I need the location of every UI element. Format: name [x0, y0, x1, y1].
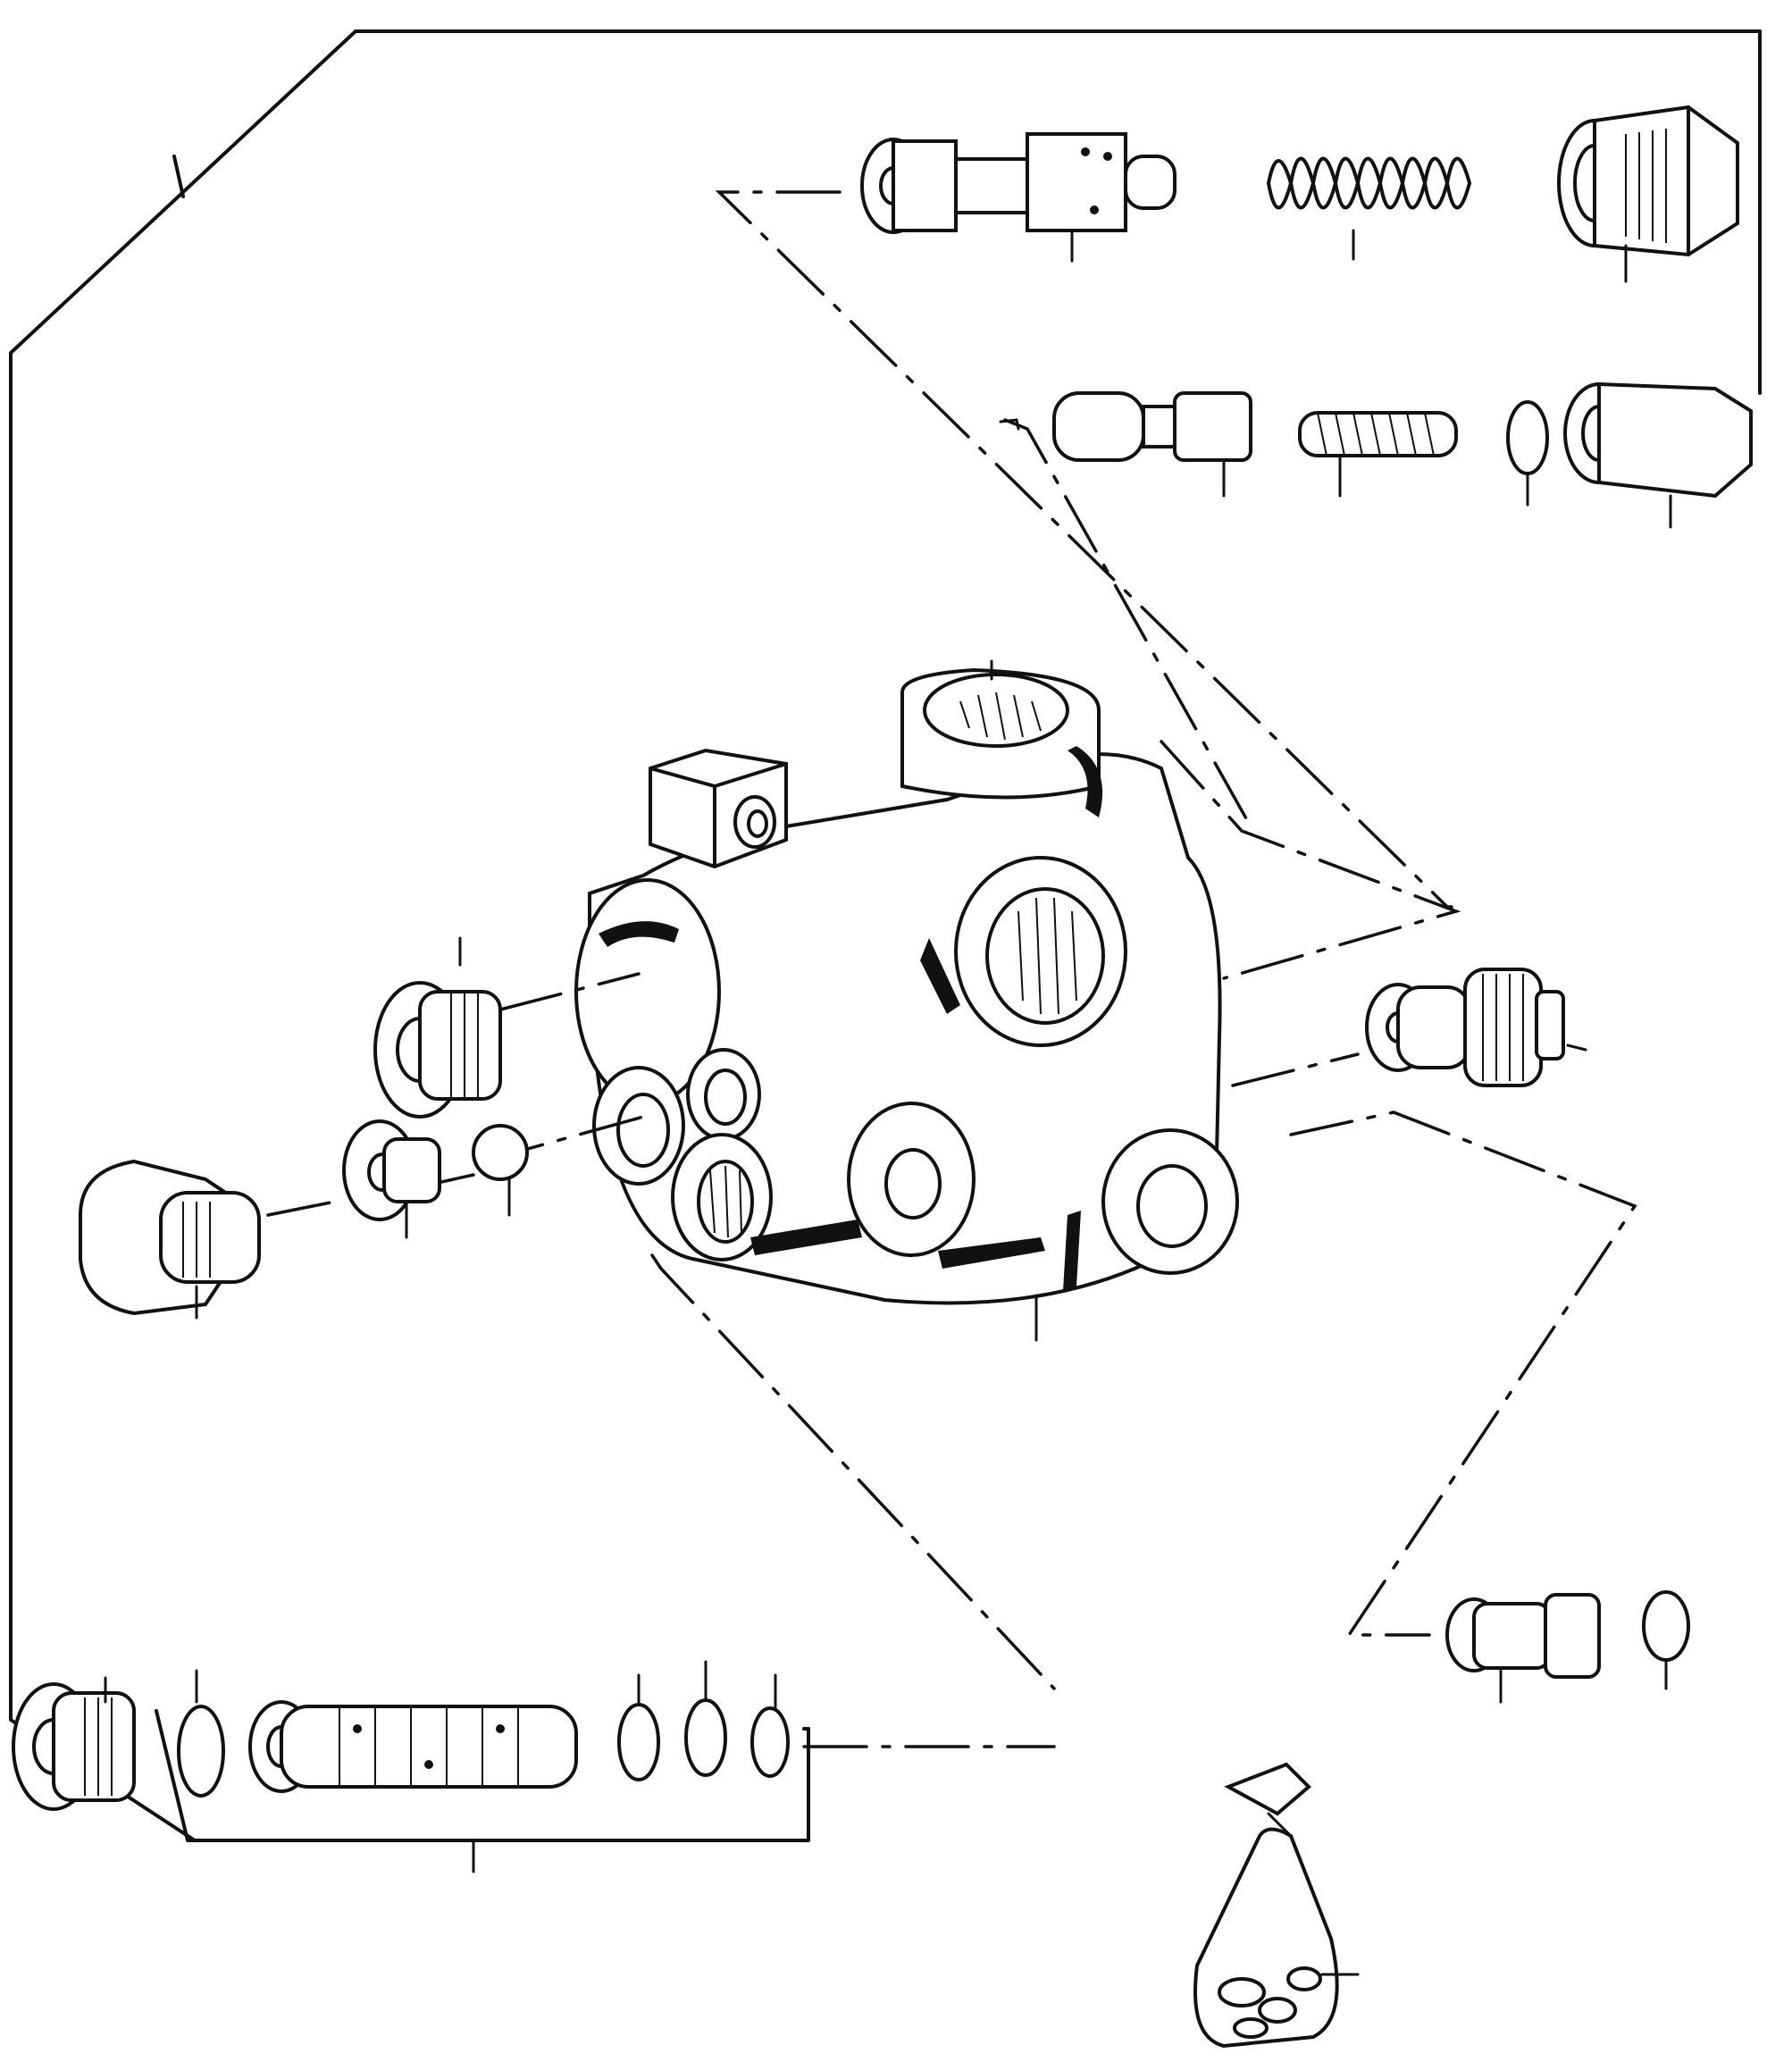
o-ring-spool-left — [177, 1669, 225, 1798]
sleeve-lower-right — [1445, 1593, 1601, 1704]
parts-kit-bag — [1193, 1762, 1360, 2049]
second-valve-group — [999, 381, 1753, 529]
hex-plug-left — [79, 1159, 261, 1320]
mounting-block — [649, 748, 788, 869]
valve-cap-nut — [1557, 105, 1739, 283]
o-rings-spool-right — [617, 1660, 790, 1781]
o-ring-small-upper — [1506, 400, 1549, 507]
valve-body-housing — [574, 659, 1239, 1342]
valve-spring-small — [1298, 411, 1458, 498]
plug-hex-socket-lower — [12, 1676, 136, 1811]
valve-seat-nut — [1563, 381, 1753, 529]
check-ball — [472, 1124, 529, 1217]
o-ring-lower-right — [1642, 1590, 1690, 1690]
leader-lines-body — [266, 740, 1637, 1748]
top-relief-valve-group — [715, 105, 1739, 909]
control-spool — [248, 1700, 578, 1793]
valve-piston — [860, 132, 1177, 263]
plug-hex-socket-upper — [373, 936, 502, 1119]
check-valve-seat — [342, 1119, 441, 1239]
bottom-spool-group — [12, 1660, 810, 1873]
valve-plunger — [1052, 391, 1252, 498]
valve-spring-large — [1267, 156, 1471, 261]
pressure-cartridge-valve — [1365, 968, 1587, 1087]
